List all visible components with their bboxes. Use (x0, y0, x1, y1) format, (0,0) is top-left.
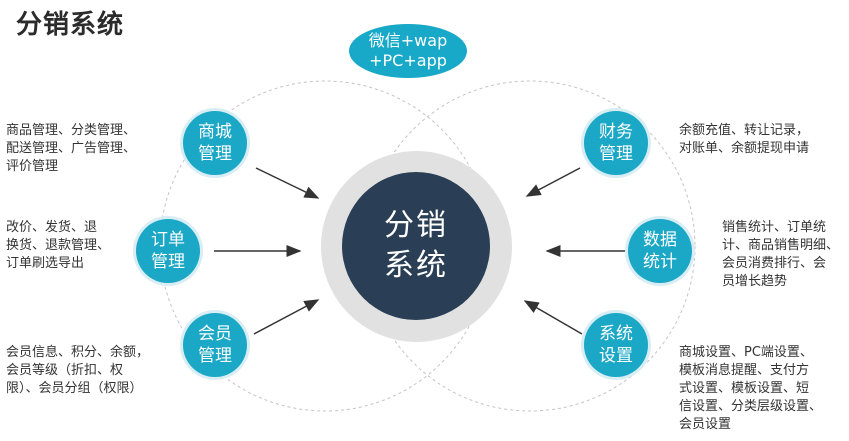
desc-order: 改价、发货、退 换货、退款管理、 订单刷选导出 (6, 219, 110, 273)
center-node: 分销 系统 (342, 172, 490, 320)
node-finance-line-2: 管理 (599, 144, 633, 164)
channel-line-2: +PC+app (369, 51, 447, 70)
arrow-settings (523, 300, 583, 335)
node-finance-line-1: 财务 (599, 122, 633, 142)
desc-mall: 商品管理、分类管理、 配送管理、广告管理、 评价管理 (6, 122, 136, 176)
center-line-2: 系统 (384, 248, 448, 283)
desc-line: 会员消费排行、会 (722, 256, 827, 271)
node-settings-line-1: 系统 (599, 324, 633, 344)
desc-line: 模板消息提醒、支付方 (679, 363, 810, 378)
desc-line: 配送管理、广告管理、 (6, 141, 137, 156)
desc-line: 订单刷选导出 (6, 256, 85, 271)
node-order-line-1: 订单 (151, 230, 185, 250)
node-mall: 商城 管理 (183, 111, 247, 175)
desc-settings: 商城设置、PC端设置、 模板消息提醒、支付方 式设置、模板设置、短 信设置、分类… (679, 344, 822, 434)
arrow-member (253, 299, 320, 335)
node-mall-line-2: 管理 (198, 144, 232, 164)
node-order: 订单 管理 (136, 219, 200, 283)
desc-line: 计、商品销售明细、 (722, 238, 840, 253)
page-title: 分销系统 (16, 10, 125, 40)
node-settings-line-2: 设置 (599, 346, 633, 366)
desc-finance: 余额充值、转让记录， 对账单、余额提现申请 (679, 122, 809, 158)
node-mall-line-1: 商城 (198, 122, 232, 142)
desc-line: 式设置、模板设置、短 (679, 381, 810, 396)
node-order-line-2: 管理 (151, 252, 185, 272)
desc-line: 换货、退款管理、 (6, 238, 111, 253)
node-member: 会员 管理 (183, 313, 247, 377)
desc-line: 商城设置、PC端设置、 (679, 345, 813, 360)
desc-stats: 销售统计、订单统 计、商品销售明细、 会员消费排行、会 员增长趋势 (722, 219, 839, 291)
center-line-1: 分销 (384, 208, 448, 243)
desc-line: 商品管理、分类管理、 (6, 123, 137, 138)
desc-line: 会员信息、积分、余额， (6, 345, 150, 360)
desc-member: 会员信息、积分、余额， 会员等级（折扣、权 限）、会员分组（权限） (6, 344, 149, 398)
desc-line: 评价管理 (6, 159, 59, 174)
desc-line: 会员等级（折扣、权 (6, 363, 124, 378)
desc-line: 员增长趋势 (722, 274, 788, 289)
node-finance: 财务 管理 (584, 111, 648, 175)
channel-line-1: 微信+wap (368, 31, 448, 50)
node-stats: 数据 统计 (628, 219, 692, 283)
node-stats-line-1: 数据 (643, 230, 677, 250)
channel-bubble: 微信+wap +PC+app (349, 24, 467, 78)
node-member-line-1: 会员 (198, 324, 232, 344)
arrow-mall (255, 167, 320, 199)
desc-line: 限）、会员分组（权限） (6, 381, 143, 396)
arrow-finance (525, 167, 581, 197)
desc-line: 信设置、分类层级设置、 (679, 399, 823, 414)
desc-line: 销售统计、订单统 (722, 220, 827, 235)
node-settings: 系统 设置 (584, 313, 648, 377)
node-stats-line-2: 统计 (643, 252, 677, 272)
node-member-line-2: 管理 (198, 346, 232, 366)
desc-line: 余额充值、转让记录， (679, 123, 810, 138)
desc-line: 改价、发货、退 (6, 220, 98, 235)
desc-line: 对账单、余额提现申请 (679, 141, 810, 156)
desc-line: 会员设置 (679, 417, 732, 432)
